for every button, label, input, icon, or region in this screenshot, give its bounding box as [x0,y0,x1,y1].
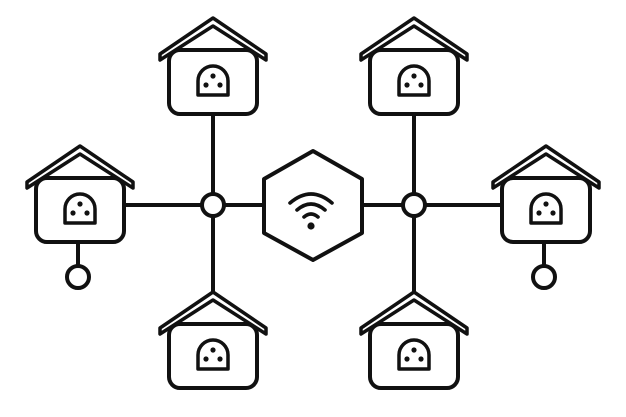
wifi-icon [288,192,334,230]
socket-icon [196,338,230,371]
house-top-left [158,16,268,116]
house-left [25,144,135,244]
socket-icon [397,64,431,97]
house-roof [158,16,268,62]
wifi-hub [262,149,364,262]
house-top-right [359,16,469,116]
house-roof [158,290,268,336]
house-roof [491,144,601,190]
junction-node-left [200,192,226,218]
house-roof [359,290,469,336]
house-bottom-right [359,290,469,390]
terminal-node-left [65,264,91,290]
house-right [491,144,601,244]
terminal-node-right [531,264,557,290]
house-roof [359,16,469,62]
houses [25,16,601,390]
junction-node-right [401,192,427,218]
socket-icon [529,192,563,225]
socket-icon [397,338,431,371]
socket-icon [196,64,230,97]
house-roof [25,144,135,190]
socket-icon [63,192,97,225]
connections [76,113,546,298]
house-bottom-left [158,290,268,390]
